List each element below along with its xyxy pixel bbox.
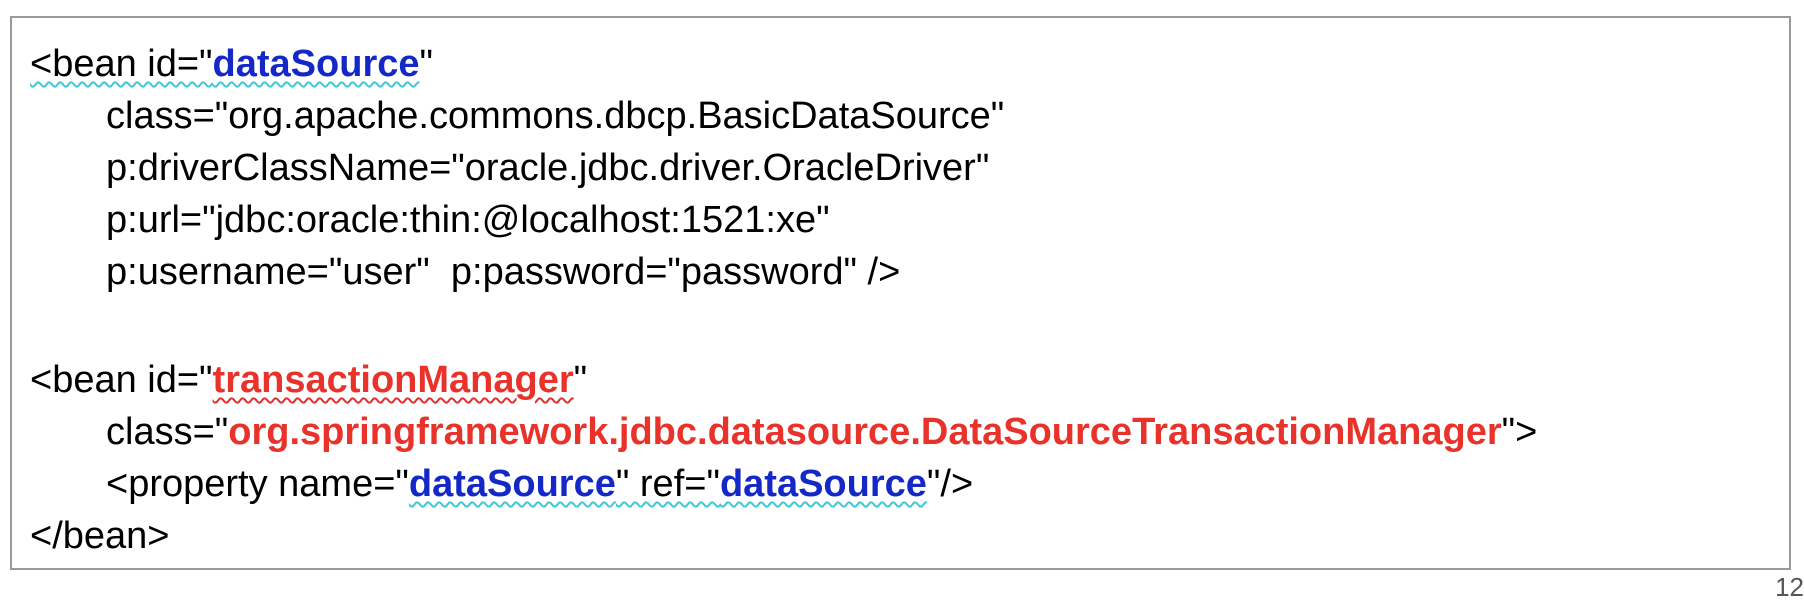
bean2-open-line: <bean id="transactionManager": [30, 358, 587, 402]
bean2-prop-mid: " ref=": [615, 463, 720, 505]
code-block: <bean id="dataSource" class="org.apache.…: [10, 16, 1791, 570]
bean2-prop-prefix: <property name=": [106, 463, 409, 505]
bean2-prop-ref: dataSource: [719, 463, 927, 505]
bean2-class-suffix: ">: [1501, 411, 1538, 453]
bean2-open-text: <bean id=": [30, 359, 213, 401]
bean1-close-quote: ": [419, 43, 434, 85]
bean1-open-text: <bean id=": [30, 43, 213, 85]
page-number: 12: [1775, 572, 1804, 602]
bean2-prop-name: dataSource: [408, 463, 616, 505]
bean1-open-line: <bean id="dataSource": [30, 42, 433, 86]
bean2-property-line: <property name="dataSource" ref="dataSou…: [106, 462, 973, 506]
bean2-prop-suffix: "/>: [926, 463, 974, 505]
bean1-driver-line: p:driverClassName="oracle.jdbc.driver.Or…: [106, 147, 990, 189]
bean2-class-prefix: class=": [106, 411, 229, 453]
bean2-class-value: org.springframework.jdbc.datasource.Data…: [228, 411, 1502, 453]
bean2-id: transactionManager: [212, 359, 574, 401]
bean1-credentials-line: p:username="user" p:password="password" …: [106, 251, 901, 293]
bean1-url-line: p:url="jdbc:oracle:thin:@localhost:1521:…: [106, 199, 830, 241]
bean1-id: dataSource: [212, 43, 420, 85]
bean2-end-line: </bean>: [30, 515, 170, 557]
bean1-class-line: class="org.apache.commons.dbcp.BasicData…: [106, 95, 1005, 137]
bean2-close-quote: ": [573, 359, 588, 401]
bean2-class-line: class="org.springframework.jdbc.datasour…: [106, 410, 1537, 454]
